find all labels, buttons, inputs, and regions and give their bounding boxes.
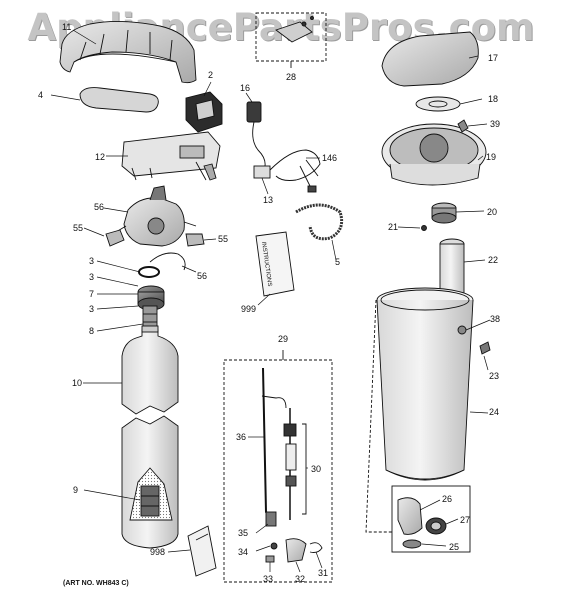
part-56-valve-body bbox=[115, 185, 197, 247]
callout-31: 31 bbox=[318, 568, 328, 578]
callout-3: 3 bbox=[89, 304, 94, 314]
part-998-manual bbox=[187, 525, 217, 577]
callout-8: 8 bbox=[89, 326, 94, 336]
callout-146: 146 bbox=[322, 153, 337, 163]
part-30-float-assembly bbox=[283, 408, 307, 520]
part-26-overflow-elbow bbox=[391, 485, 471, 553]
callout-56: 56 bbox=[197, 271, 207, 281]
part-4-lens bbox=[79, 87, 159, 113]
part-32-valve-body bbox=[285, 538, 307, 563]
part-999-instructions bbox=[255, 231, 295, 297]
callout-56: 56 bbox=[94, 202, 104, 212]
part-25-nut bbox=[402, 539, 422, 549]
callout-26: 26 bbox=[442, 494, 452, 504]
callout-33: 33 bbox=[263, 574, 273, 584]
part-38-grommet bbox=[457, 325, 467, 335]
callout-36: 36 bbox=[236, 432, 246, 442]
part-20-cap bbox=[431, 202, 457, 224]
callout-3: 3 bbox=[89, 256, 94, 266]
part-55-clips bbox=[105, 229, 205, 247]
callout-30: 30 bbox=[311, 464, 321, 474]
part-28-bracket-kit bbox=[255, 12, 327, 68]
leader-lines bbox=[50, 29, 491, 573]
callout-55: 55 bbox=[73, 223, 83, 233]
part-2-circuit-board bbox=[185, 91, 223, 133]
part-18-gasket bbox=[415, 96, 461, 112]
callout-998: 998 bbox=[150, 547, 165, 557]
part-34-seal bbox=[270, 542, 278, 550]
part-56-hose bbox=[149, 252, 186, 271]
art-number: (ART NO. WH843 C) bbox=[63, 580, 129, 587]
callout-22: 22 bbox=[488, 255, 498, 265]
part-31-clip bbox=[309, 542, 323, 553]
callout-2: 2 bbox=[208, 70, 213, 80]
part-39-tab bbox=[457, 119, 469, 133]
part-35-fitting bbox=[265, 511, 277, 527]
part-19-tank-top bbox=[381, 123, 487, 186]
callout-34: 34 bbox=[238, 547, 248, 557]
callout-999: 999 bbox=[241, 304, 256, 314]
part-5-tubing bbox=[295, 203, 344, 241]
callout-9: 9 bbox=[73, 485, 78, 495]
callout-4: 4 bbox=[38, 90, 43, 100]
callout-38: 38 bbox=[490, 314, 500, 324]
callout-29: 29 bbox=[278, 334, 288, 344]
callout-12: 12 bbox=[95, 152, 105, 162]
callout-39: 39 bbox=[490, 119, 500, 129]
part-33-bolt bbox=[265, 555, 275, 563]
callout-25: 25 bbox=[449, 542, 459, 552]
callout-labels: 1124121614613281718391920212256555556337… bbox=[38, 22, 500, 584]
part-23-elbow bbox=[479, 341, 491, 355]
callout-16: 16 bbox=[240, 83, 250, 93]
part-10-resin-tank bbox=[121, 325, 179, 415]
part-13-sensor bbox=[253, 165, 271, 179]
callout-21: 21 bbox=[388, 222, 398, 232]
callout-24: 24 bbox=[489, 407, 499, 417]
part-36-air-check-tube bbox=[261, 367, 287, 517]
callout-23: 23 bbox=[489, 371, 499, 381]
part-146-wire-harness bbox=[269, 149, 321, 193]
part-9-resin bbox=[129, 467, 173, 521]
callout-55: 55 bbox=[218, 234, 228, 244]
part-29-brine-valve-box bbox=[223, 350, 333, 583]
callout-32: 32 bbox=[295, 574, 305, 584]
callout-3: 3 bbox=[89, 272, 94, 282]
callout-17: 17 bbox=[488, 53, 498, 63]
callout-20: 20 bbox=[487, 207, 497, 217]
callout-11: 11 bbox=[62, 22, 71, 32]
callout-35: 35 bbox=[238, 528, 248, 538]
callout-13: 13 bbox=[263, 195, 273, 205]
part-16-transformer bbox=[246, 101, 266, 171]
part-21-screw bbox=[421, 225, 427, 231]
part-12-control-panel bbox=[121, 131, 221, 181]
callout-27: 27 bbox=[460, 515, 470, 525]
callout-18: 18 bbox=[488, 94, 498, 104]
part-27-grommet bbox=[425, 517, 447, 535]
callout-5: 5 bbox=[335, 257, 340, 267]
part-17-salt-lid bbox=[381, 31, 479, 87]
callout-19: 19 bbox=[486, 152, 496, 162]
callout-7: 7 bbox=[89, 289, 94, 299]
part-11-control-cover bbox=[59, 20, 197, 84]
part-3-o-ring bbox=[138, 266, 160, 278]
callout-28: 28 bbox=[286, 72, 296, 82]
callout-10: 10 bbox=[72, 378, 82, 388]
part-24-brine-tank bbox=[376, 287, 474, 481]
